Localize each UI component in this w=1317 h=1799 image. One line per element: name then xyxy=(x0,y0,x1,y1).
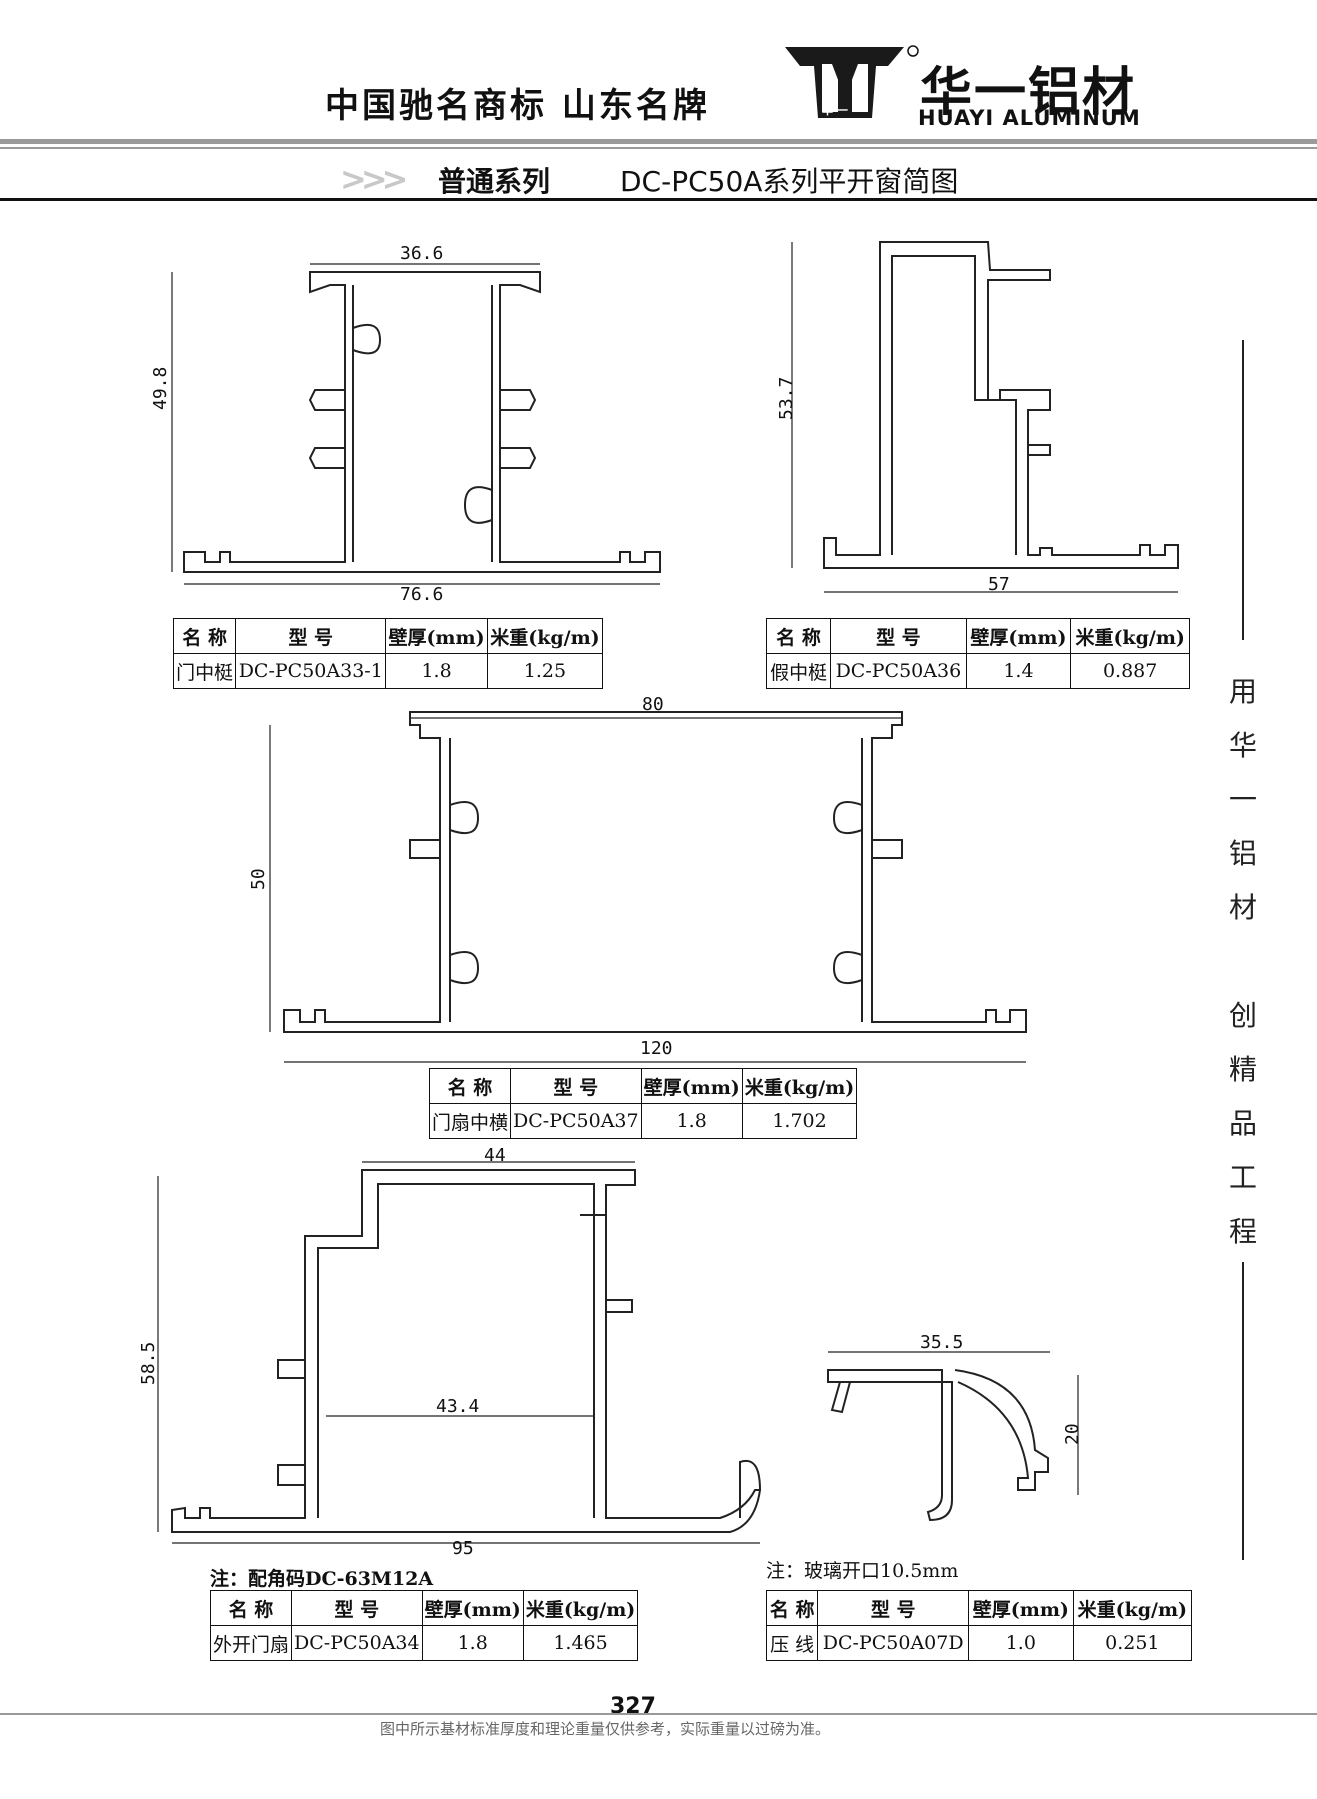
header-wall: 壁厚(mm) xyxy=(640,1068,743,1104)
header-name: 名 称 xyxy=(765,618,832,654)
header-wall: 壁厚(mm) xyxy=(965,618,1072,654)
cell-weight: 1.465 xyxy=(522,1625,639,1661)
profile-drawing-outward-door-sash xyxy=(171,1169,762,1533)
header-wall: 壁厚(mm) xyxy=(421,1590,524,1626)
series-arrows: >>> xyxy=(340,160,408,198)
spec-table-mullion: 名 称 型 号 壁厚(mm) 米重(kg/m) 门中梃 DC-PC50A33-1… xyxy=(172,618,604,689)
series-name: 普通系列 xyxy=(438,165,551,198)
cell-wall: 1.8 xyxy=(421,1625,524,1661)
cell-model: DC-PC50A33-1 xyxy=(235,653,387,689)
header-weight: 米重(kg/m) xyxy=(741,1068,858,1104)
dim-width-top: 36.6 xyxy=(400,243,444,264)
side-char: 华 xyxy=(1228,729,1257,762)
dim-inner-width: 43.4 xyxy=(436,1396,480,1417)
header-weight: 米重(kg/m) xyxy=(1072,1590,1193,1626)
cell-name: 门扇中横 xyxy=(428,1103,512,1139)
header-wall: 壁厚(mm) xyxy=(968,1590,1074,1626)
side-char: 一 xyxy=(1228,783,1257,816)
dim-height: 49.8 xyxy=(150,366,171,410)
header-model: 型 号 xyxy=(817,1590,970,1626)
brand-logo xyxy=(785,45,919,118)
header-weight: 米重(kg/m) xyxy=(522,1590,639,1626)
header-model: 型 号 xyxy=(235,618,387,654)
spec-table-glazing-bead: 名 称 型 号 壁厚(mm) 米重(kg/m) 压 线 DC-PC50A07D … xyxy=(765,1590,1193,1661)
cell-wall: 1.4 xyxy=(965,653,1072,689)
cell-wall: 1.8 xyxy=(385,653,488,689)
note-corner-key: 注：配角码DC-63M12A xyxy=(210,1568,434,1590)
cell-wall: 1.0 xyxy=(968,1625,1074,1661)
header-name: 名 称 xyxy=(172,618,237,654)
page-number: 327 xyxy=(610,1694,656,1719)
side-char: 铝 xyxy=(1228,837,1257,870)
dim-lines-sash-transom xyxy=(269,717,1026,1063)
cell-name: 外开门扇 xyxy=(209,1625,293,1661)
dim-height: 58.5 xyxy=(138,1341,159,1385)
cell-weight: 1.25 xyxy=(486,653,604,689)
dim-width-bottom: 120 xyxy=(640,1038,673,1059)
header-name: 名 称 xyxy=(428,1068,512,1104)
footer-rule xyxy=(0,1713,1317,1715)
dim-height: 20 xyxy=(1062,1423,1083,1445)
dim-width-top: 44 xyxy=(484,1145,506,1166)
spec-table-outward-door-sash: 名 称 型 号 壁厚(mm) 米重(kg/m) 外开门扇 DC-PC50A34 … xyxy=(209,1590,639,1661)
dim-width-bottom: 95 xyxy=(452,1538,474,1559)
header-model: 型 号 xyxy=(510,1068,642,1104)
header-rule-thin xyxy=(0,147,1317,149)
side-char: 材 xyxy=(1228,891,1257,924)
footer-disclaimer: 图中所示基材标准厚度和理论重量仅供参考，实际重量以过磅为准。 xyxy=(380,1720,831,1738)
header-weight: 米重(kg/m) xyxy=(1070,618,1190,654)
profile-drawing-sash-transom xyxy=(283,711,1027,1033)
dim-lines-mullion xyxy=(171,263,660,585)
side-char: 创 xyxy=(1228,999,1257,1032)
dim-width-top: 35.5 xyxy=(920,1332,964,1353)
cell-model: DC-PC50A07D xyxy=(817,1625,970,1661)
header-rule xyxy=(0,139,1317,144)
dim-lines-outward-door-sash xyxy=(157,1161,760,1544)
cell-model: DC-PC50A37 xyxy=(510,1103,642,1139)
spec-table-sash-transom: 名 称 型 号 壁厚(mm) 米重(kg/m) 门扇中横 DC-PC50A37 … xyxy=(428,1068,858,1139)
logo-small-text: 华 一 xyxy=(822,104,848,117)
header-model: 型 号 xyxy=(291,1590,423,1626)
dim-lines-false-mullion xyxy=(791,242,1178,593)
cell-name: 压 线 xyxy=(765,1625,819,1661)
cell-model: DC-PC50A36 xyxy=(830,653,967,689)
header-weight: 米重(kg/m) xyxy=(486,618,604,654)
dim-width-bottom: 57 xyxy=(988,574,1010,595)
brand-name-en: HUAYI ALUMINUM xyxy=(918,106,1141,130)
cell-model: DC-PC50A34 xyxy=(291,1625,423,1661)
header-name: 名 称 xyxy=(765,1590,819,1626)
dim-lines-glazing-bead xyxy=(828,1351,1079,1495)
side-char: 用 xyxy=(1228,675,1257,708)
page-title: DC-PC50A系列平开窗简图 xyxy=(620,165,959,198)
header-wall: 壁厚(mm) xyxy=(385,618,488,654)
side-char: 工 xyxy=(1228,1161,1257,1194)
profile-drawing-false-mullion xyxy=(823,241,1179,569)
header-slogan: 中国驰名商标 山东名牌 xyxy=(325,86,710,126)
spec-table-false-mullion: 名 称 型 号 壁厚(mm) 米重(kg/m) 假中梃 DC-PC50A36 1… xyxy=(765,618,1190,689)
side-slogan: 用 华 一 铝 材 创 精 品 工 程 xyxy=(1225,665,1261,1259)
header-name: 名 称 xyxy=(209,1590,293,1626)
brand-name-cn: 华一铝材 xyxy=(920,63,1137,123)
side-char xyxy=(1225,935,1261,989)
profile-drawing-mullion xyxy=(183,271,661,573)
cell-weight: 1.702 xyxy=(741,1103,858,1139)
dim-height: 50 xyxy=(248,868,269,890)
cell-weight: 0.251 xyxy=(1072,1625,1193,1661)
side-char: 品 xyxy=(1228,1107,1257,1140)
cell-weight: 0.887 xyxy=(1070,653,1190,689)
dim-height: 53.7 xyxy=(776,376,797,420)
dim-width-top: 80 xyxy=(642,694,664,715)
cell-name: 假中梃 xyxy=(765,653,832,689)
cell-wall: 1.8 xyxy=(640,1103,743,1139)
title-rule xyxy=(0,198,1317,201)
cell-name: 门中梃 xyxy=(172,653,237,689)
side-char: 程 xyxy=(1228,1215,1257,1248)
profile-drawing-glazing-bead xyxy=(827,1369,1049,1522)
side-char: 精 xyxy=(1228,1053,1257,1086)
note-glass-opening: 注：玻璃开口10.5mm xyxy=(766,1560,959,1582)
dim-width-bottom: 76.6 xyxy=(400,584,444,605)
header-model: 型 号 xyxy=(830,618,967,654)
